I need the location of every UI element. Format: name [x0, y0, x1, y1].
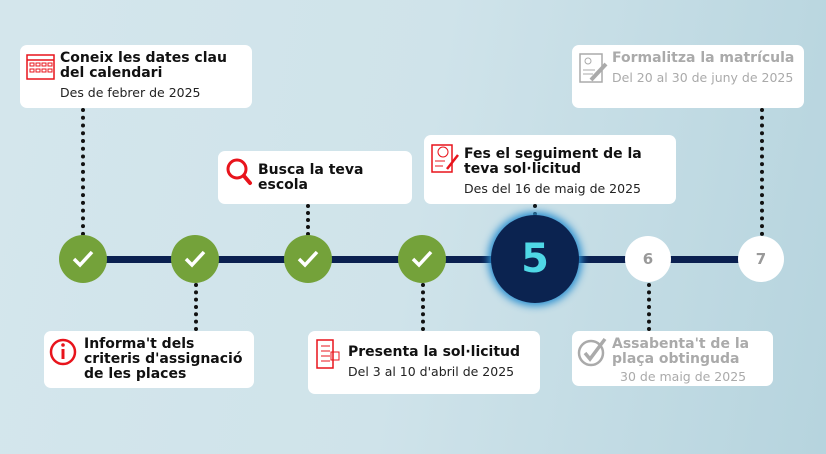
- check-icon: [184, 250, 206, 268]
- card-title: Formalitza la matrícula: [612, 50, 795, 66]
- step-7[interactable]: 7: [738, 236, 784, 282]
- connector: [306, 204, 310, 236]
- connector: [647, 283, 651, 331]
- card-title: Informa't dels criteris d'assignació de …: [84, 336, 243, 382]
- connector: [760, 108, 764, 236]
- connector: [421, 283, 425, 331]
- form-icon: [316, 339, 340, 369]
- check-icon: [297, 250, 319, 268]
- step-6[interactable]: 6: [625, 236, 671, 282]
- connector: [81, 108, 85, 236]
- card-search[interactable]: Busca la teva escola: [218, 151, 412, 204]
- card-date: Del 3 al 10 d'abril de 2025: [348, 364, 515, 379]
- search-icon: [226, 158, 252, 185]
- card-title: Presenta la sol·licitud: [348, 344, 521, 360]
- step-1-done[interactable]: [59, 235, 107, 283]
- calendar-icon: [26, 54, 55, 80]
- connector: [194, 283, 198, 331]
- card-title: Coneix les dates clau del calendari: [60, 50, 227, 81]
- check-icon: [72, 250, 94, 268]
- card-date: Des de febrer de 2025: [60, 85, 201, 100]
- step-2-done[interactable]: [171, 235, 219, 283]
- check-icon: [411, 250, 433, 268]
- check-circle-icon: [577, 337, 607, 367]
- card-criteria[interactable]: Informa't dels criteris d'assignació de …: [44, 331, 254, 388]
- info-icon: [49, 338, 77, 366]
- tracking-icon: [431, 144, 459, 173]
- connector: [533, 204, 537, 216]
- card-title: Busca la teva escola: [258, 162, 364, 193]
- step-3-done[interactable]: [284, 235, 332, 283]
- document-edit-icon: [579, 53, 608, 83]
- step-5-current[interactable]: 5: [491, 215, 579, 303]
- card-title: Fes el seguiment de la teva sol·licitud: [464, 146, 642, 177]
- card-result[interactable]: Assabenta't de la plaça obtinguda 30 de m…: [572, 331, 773, 386]
- card-date: Des del 16 de maig de 2025: [464, 181, 641, 196]
- card-title: Assabenta't de la plaça obtinguda: [612, 336, 750, 367]
- step-4-done[interactable]: [398, 235, 446, 283]
- card-date: Del 20 al 30 de juny de 2025: [612, 70, 794, 85]
- card-date: 30 de maig de 2025: [620, 369, 747, 384]
